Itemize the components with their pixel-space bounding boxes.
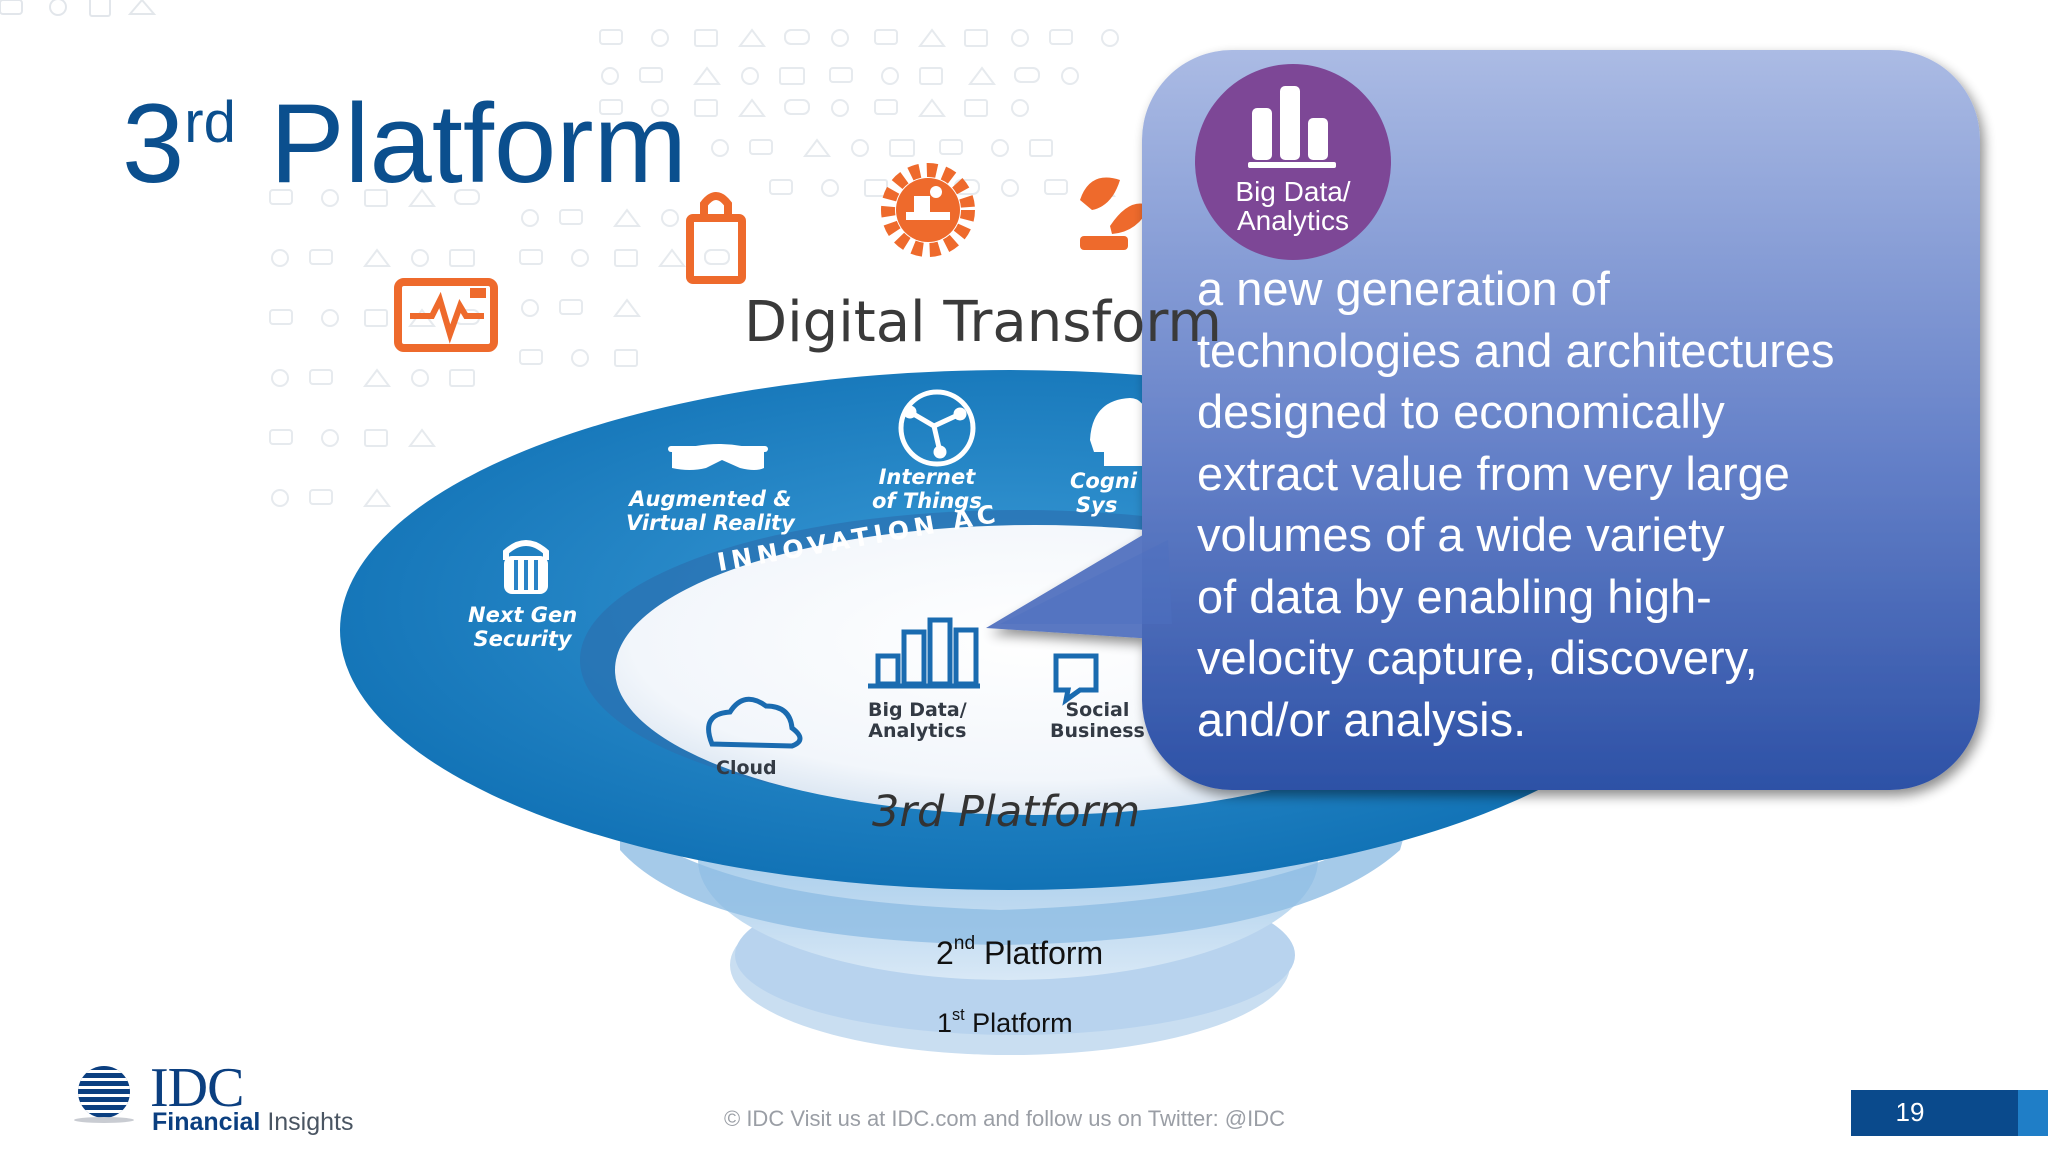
callout-line: a new generation of [1197,262,1610,315]
digital-transformation-label: Digital Transform [744,290,1222,355]
cognitive-head-icon [1090,398,1150,466]
factory-gear-icon [881,163,975,257]
ar-vr-glasses-icon [668,444,768,470]
financial-insights-logo-text: Financial Insights [152,1108,354,1136]
plant-hand-icon [1080,177,1150,250]
big-data-label: Big Data/Analytics [868,699,967,742]
callout-line: velocity capture, discovery, [1197,631,1758,684]
idc-globe-logo-icon [74,1066,134,1123]
callout-line: extract value from very large [1197,446,1790,500]
idc-logo-text: IDC [150,1057,244,1119]
callout-line: volumes of a wide variety [1197,508,1725,561]
callout-line: technologies and architectures [1197,323,1835,377]
faint-icon-pattern [0,0,157,17]
badge-label: Big Data/Analytics [1235,176,1351,236]
big-data-bars-icon [868,617,980,689]
page-number: 19 [1895,1097,1925,1127]
callout-line: and/or analysis. [1197,692,1527,746]
second-platform-label: 2nd Platform [936,933,1104,971]
ar-vr-label: Augmented &Virtual Reality [626,487,795,535]
social-speech-icon [1053,653,1099,706]
page-number-box [1851,1090,2018,1136]
cloud-icon [706,696,803,749]
callout-definition-text: a new generation of technologies and arc… [1197,258,1917,750]
callout-line: designed to economically [1197,385,1725,438]
bar-chart-icon [1248,86,1336,168]
first-platform-label: 1st Platform [937,1006,1073,1038]
callout-line: of data by enabling high- [1197,569,1712,623]
shopping-bag-icon [686,192,746,284]
page-number-stripe [2018,1090,2048,1136]
third-platform-label: 3rd Platform [872,787,1141,837]
footer-copyright: © IDC Visit us at IDC.com and follow us … [724,1106,1286,1131]
big-data-analytics-badge [1195,64,1391,260]
security-lock-icon [503,540,549,594]
cloud-label: Cloud [716,757,777,779]
iot-globe-icon [898,389,976,467]
heartbeat-monitor-icon [394,278,498,352]
